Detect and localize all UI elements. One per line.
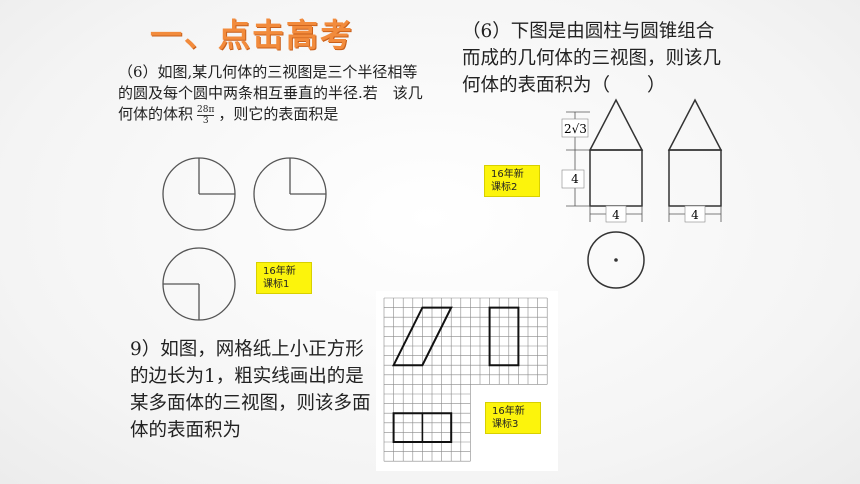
slide-title: 一、点击高考 [150,16,355,54]
dim-cylinder-height: 4 [571,172,579,186]
problem-left-text-a: （6）如图,某几何体的三视图是三个半径相等的圆及每个圆中两条相互垂直的半径.若 … [118,63,423,123]
badge-16-xinkebiao-1: 16年新课标1 [256,262,312,294]
dim-cone-height: 2√3 [564,122,587,136]
top-view-circle [587,231,645,289]
fraction-numerator: 28π [197,104,215,116]
badge-16-xinkebiao-3: 16年新课标3 [485,402,541,434]
problem-bottom-text: 9）如图，网格纸上小正方形的边长为1，粗实线画出的是某多面体的三视图，则该多面体… [130,339,371,441]
tall-rectangle-view [488,306,520,367]
problem-left-text: （6）如图,某几何体的三视图是三个半径相等的圆及每个圆中两条相互垂直的半径.若 … [118,62,423,126]
dim-front-width: 4 [612,208,620,222]
problem-right-text: （6）下图是由圆柱与圆锥组合而成的几何体的三视图，则该几何体的表面积为（ ） [462,21,722,96]
top-view-center-dot [614,258,618,262]
dim-side-width: 4 [691,208,699,222]
fraction-denominator: 3 [202,115,209,126]
badge-16-xinkebiao-2: 16年新课标2 [484,165,540,197]
parallelogram-view [391,306,453,367]
wide-rectangle-view [392,412,453,443]
problem-left-text-b: ，则它的表面积是 [218,105,339,123]
